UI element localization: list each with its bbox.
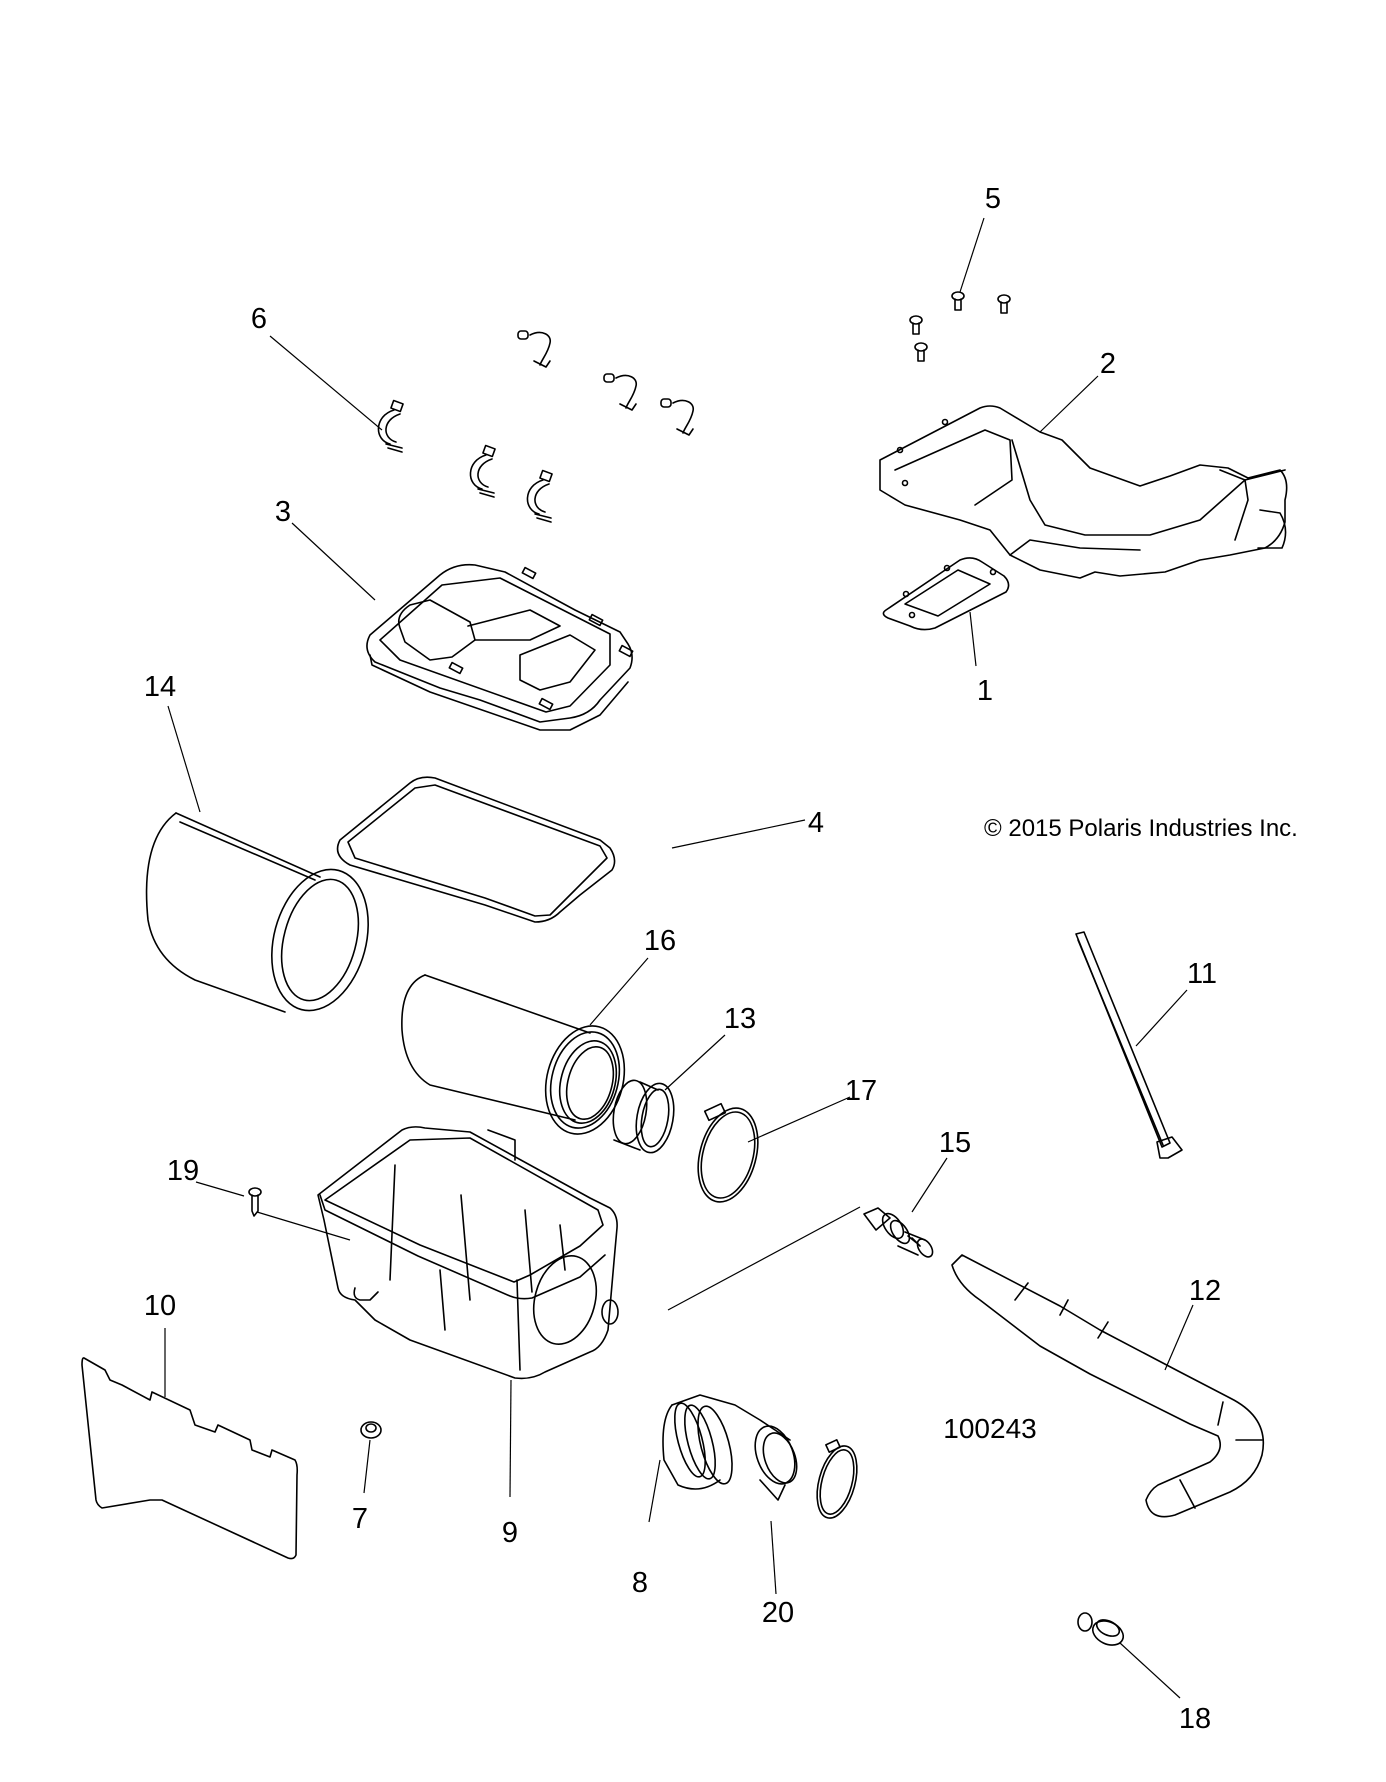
outlet-boot-icon <box>662 1394 798 1501</box>
screw-icon <box>909 291 1011 362</box>
airbox-cover-icon <box>366 563 634 731</box>
figure-number: 100243 <box>943 1413 1036 1444</box>
cable-tie-icon <box>1075 931 1183 1159</box>
cover-gasket-icon <box>336 776 616 923</box>
callout-11: 11 <box>1187 958 1217 990</box>
adapter-ring-icon <box>612 1079 675 1154</box>
callout-17: 17 <box>845 1075 877 1107</box>
small-hose-clamp-icon <box>1077 1612 1125 1646</box>
callout-3: 3 <box>275 496 291 528</box>
intake-duct-icon <box>879 405 1288 579</box>
callout-6: 6 <box>251 303 267 335</box>
pre-filter-sleeve-icon <box>145 812 369 1013</box>
callout-8: 8 <box>632 1567 648 1599</box>
callout-2: 2 <box>1100 348 1116 380</box>
callout-9: 9 <box>502 1517 518 1549</box>
airbox-base-icon <box>317 1126 619 1380</box>
drain-hose-icon <box>951 1254 1264 1518</box>
air-filter-icon <box>401 974 626 1135</box>
callout-5: 5 <box>985 183 1001 215</box>
callout-12: 12 <box>1189 1275 1221 1307</box>
callout-14: 14 <box>144 671 176 703</box>
copyright-notice: © 2015 Polaris Industries Inc. <box>984 815 1298 842</box>
callout-7: 7 <box>352 1503 368 1535</box>
callout-4: 4 <box>808 807 824 839</box>
cover-clip-icon <box>377 330 695 523</box>
callout-20: 20 <box>762 1597 794 1629</box>
hose-clamp-icon <box>816 1439 858 1519</box>
callout-18: 18 <box>1179 1703 1211 1735</box>
callout-19: 19 <box>167 1155 199 1187</box>
leader-lines <box>164 217 1194 1699</box>
callout-1: 1 <box>977 675 993 707</box>
callout-10: 10 <box>144 1290 176 1322</box>
heat-shield-icon <box>81 1357 299 1560</box>
callout-labels: 1 2 3 4 5 6 7 8 9 10 11 12 13 14 15 16 1… <box>144 183 1221 1735</box>
nut-icon <box>360 1421 382 1439</box>
callout-13: 13 <box>724 1003 756 1035</box>
intake-seal-icon <box>882 557 1010 631</box>
callout-16: 16 <box>644 925 676 957</box>
drain-fitting-icon <box>863 1207 934 1258</box>
hose-clamp-icon <box>697 1102 759 1203</box>
callout-15: 15 <box>939 1127 971 1159</box>
screw-icon <box>248 1187 262 1217</box>
